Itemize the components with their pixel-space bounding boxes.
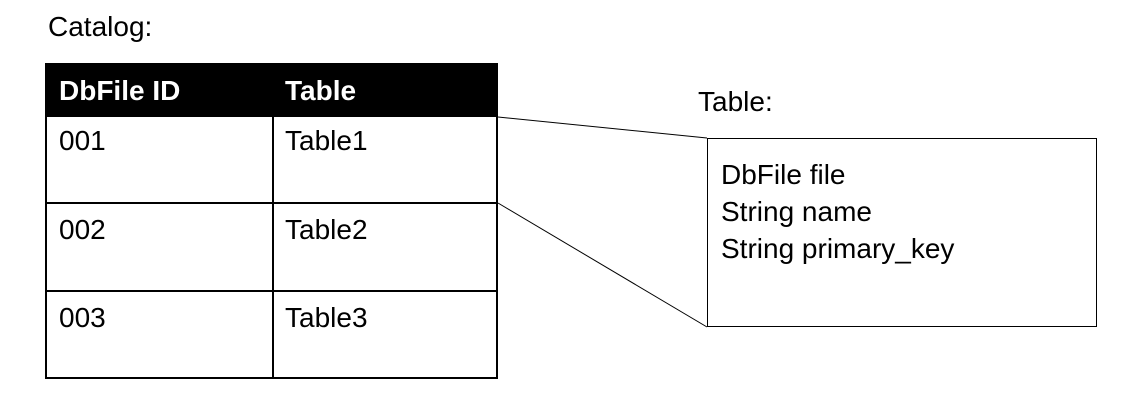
row-table: Table1 (285, 125, 368, 156)
catalog-table: DbFile ID Table 001 Table1 002 Table2 00… (45, 63, 498, 379)
table-row: 003 Table3 (47, 290, 496, 378)
row-id: 003 (59, 302, 106, 333)
table-row: 001 Table1 (47, 115, 496, 203)
field-name: String name (721, 196, 872, 227)
connector-line-top (497, 116, 708, 139)
catalog-title: Catalog: (48, 11, 153, 42)
row-table: Table2 (285, 214, 368, 245)
header-dbfile-id: DbFile ID (59, 75, 181, 106)
row-id: 002 (59, 214, 106, 245)
field-primary-key: String primary_key (721, 233, 955, 264)
catalog-header-row: DbFile ID Table (47, 65, 496, 117)
connector-line-bottom (497, 202, 708, 328)
row-id: 001 (59, 125, 106, 156)
table-detail-box: DbFile file String name String primary_k… (707, 138, 1097, 327)
header-table: Table (285, 75, 357, 106)
column-divider (272, 117, 274, 379)
table-row: 002 Table2 (47, 202, 496, 290)
field-dbfile: DbFile file (721, 159, 846, 190)
table-detail-title: Table: (698, 86, 773, 117)
row-table: Table3 (285, 302, 368, 333)
